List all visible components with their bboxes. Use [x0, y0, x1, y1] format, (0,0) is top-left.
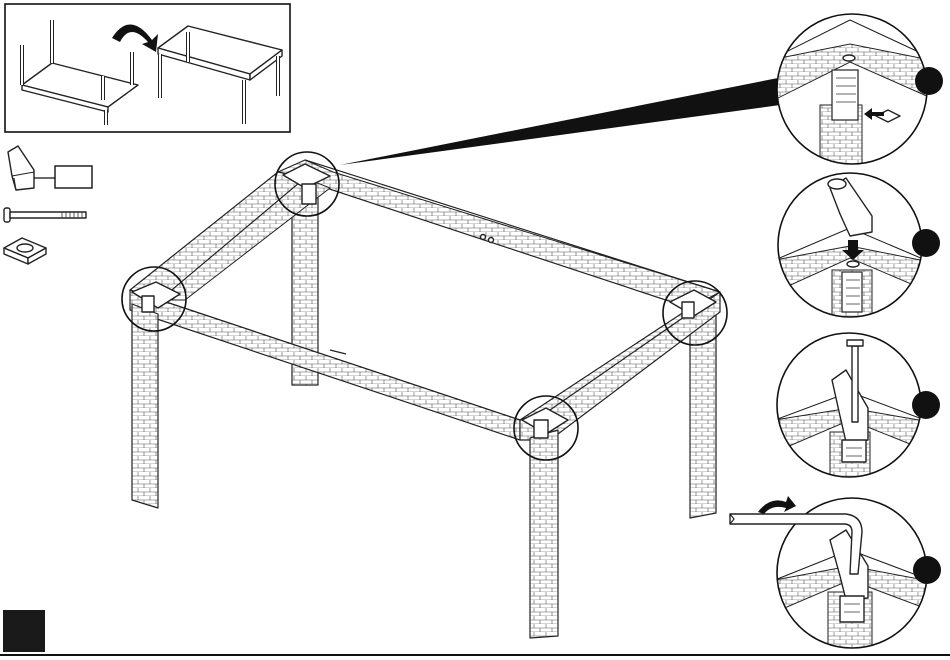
rail-left [130, 172, 305, 300]
step-marker-2 [912, 229, 940, 257]
rail-back [278, 160, 720, 308]
step-marker-4 [913, 556, 941, 584]
rail-fitting [481, 235, 486, 240]
step-number-box [3, 610, 45, 652]
quantity-box [55, 166, 92, 188]
angled-fitting-icon [8, 146, 34, 190]
parts-list [4, 146, 92, 264]
square-washer-icon [4, 238, 46, 264]
leg-back-right [690, 312, 716, 518]
rotate-arrow-icon [758, 496, 796, 514]
bolt-icon [4, 208, 86, 222]
bolt-icon [852, 346, 858, 422]
detail-step-1 [770, 10, 943, 170]
rail-front-face [130, 290, 520, 440]
leg-front-right [530, 430, 558, 638]
step-marker-3 [912, 391, 940, 419]
detail-step-2 [770, 170, 940, 330]
detail-step-3 [770, 330, 940, 492]
step-marker-1 [915, 67, 943, 95]
zoom-leader [340, 78, 780, 165]
flip-inset [5, 4, 290, 132]
table-frame [130, 160, 720, 638]
rail-fitting [489, 238, 494, 243]
leg-front-left [132, 304, 158, 508]
